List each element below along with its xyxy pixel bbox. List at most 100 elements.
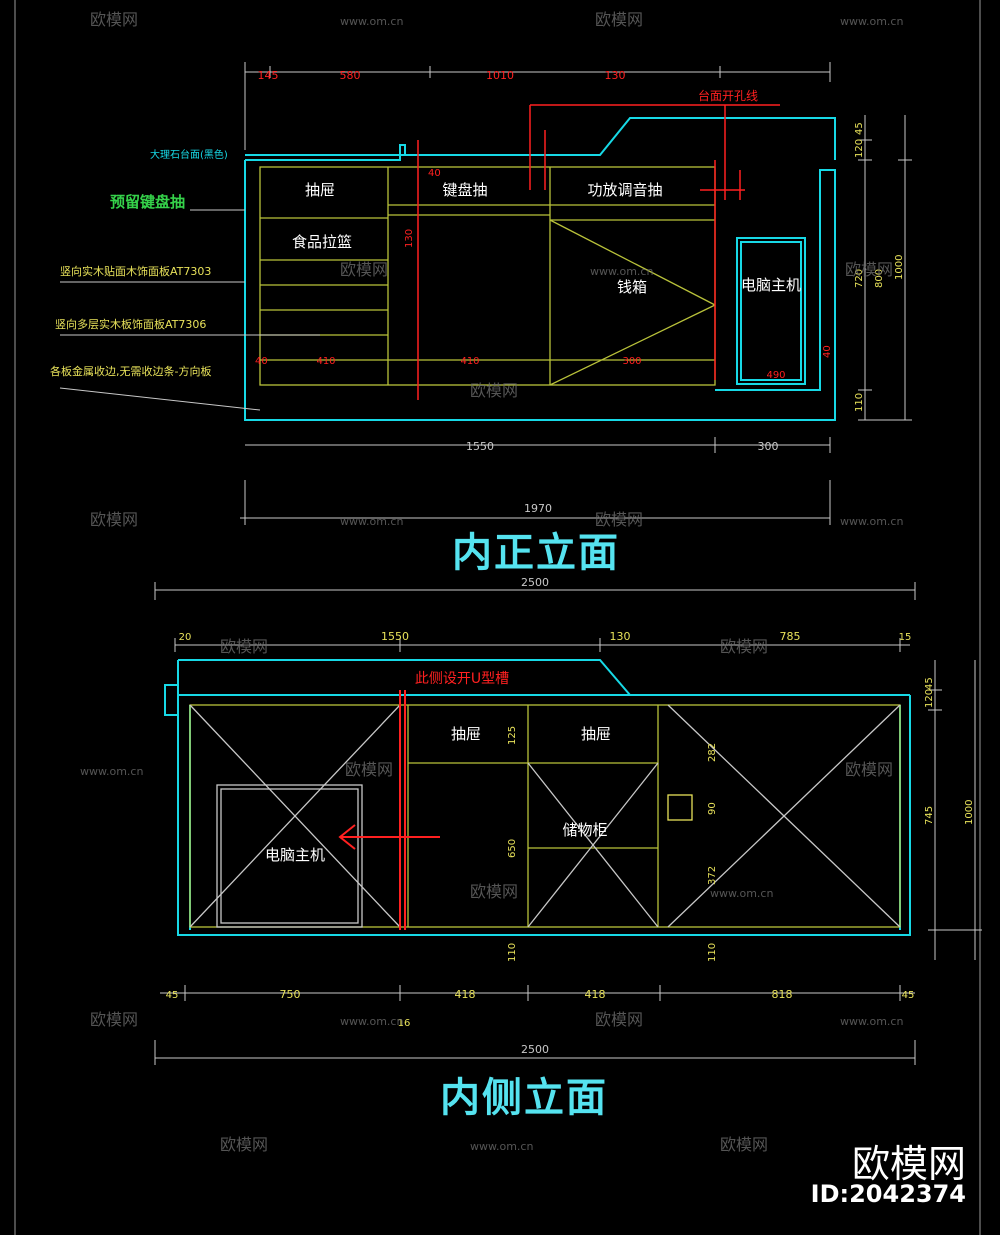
front-inner-dim: 40 [428,168,441,179]
watermark-site: www.om.cn [840,15,903,28]
side-bottom-dim: 750 [280,988,301,1001]
front-right-dim: 120 [854,139,865,158]
side-right-dim: 120 [924,689,935,708]
side-inner-dim: 372 [707,866,718,885]
side-annotation-top: 此侧设开U型槽 [415,671,509,687]
side-label-drawer1: 抽屉 [451,725,481,743]
side-top-dim: 130 [610,630,631,643]
front-annotation-top: 台面开孔线 [698,88,758,103]
front-note: 竖向实木贴面木饰面板AT7303 [60,264,211,278]
front-inner-dim: 410 [316,356,335,367]
side-top-dim: 1550 [381,630,409,643]
watermark-site: www.om.cn [710,887,773,900]
watermark-brand: 欧模网 [720,1135,768,1154]
watermark-brand: 欧模网 [720,637,768,656]
front-label-keyboard: 键盘抽 [442,181,487,199]
watermark-brand: 欧模网 [220,1135,268,1154]
front-bottom-dim: 1550 [466,440,494,453]
side-label-cabinet: 储物柜 [562,821,607,839]
front-inner-dim: 300 [622,356,641,367]
front-inner-dim: 490 [766,370,785,381]
front-top-dim: 145 [258,69,279,82]
front-overall-dim: 1970 [524,502,552,515]
side-small-dim: 16 [398,1018,411,1029]
front-bottom-dim: 300 [758,440,779,453]
front-labels: 145 580 1010 130 台面开孔线 大理石台面(黑色) 预留键盘抽 竖… [50,69,905,515]
watermark-site: www.om.cn [470,1140,533,1153]
drawing-frame [14,0,981,1235]
watermark-brand: 欧模网 [90,1010,138,1029]
side-inner-dim: 110 [507,943,518,962]
front-right-dim: 45 [854,122,865,135]
side-right-dim: 1000 [964,800,975,825]
watermark-brand: 欧模网 [595,1010,643,1029]
front-label-drawer: 抽屉 [305,181,335,199]
watermark-site: www.om.cn [80,765,143,778]
front-right-dim: 720 [854,269,865,288]
front-note: 大理石台面(黑色) [150,148,228,161]
side-bottom-dim: 818 [772,988,793,1001]
side-inner-dim: 90 [707,802,718,815]
front-inner-dim: 40 [822,345,833,358]
watermark-brand: 欧模网 [90,510,138,529]
front-right-dim: 800 [874,269,885,288]
side-bottom-dim: 45 [166,990,179,1001]
brand-logo-text: 欧模网 [851,1142,966,1186]
front-note: 预留键盘抽 [110,193,185,211]
side-label-pc: 电脑主机 [265,846,325,864]
watermark-site: www.om.cn [340,1015,403,1028]
side-inner-dim: 110 [707,943,718,962]
model-id: ID:2042374 [810,1180,966,1208]
front-inner-dim: 40 [255,356,268,367]
watermark-site: www.om.cn [840,515,903,528]
front-top-dim: 1010 [486,69,514,82]
front-label-safe: 钱箱 [617,278,647,296]
side-right-dim: 45 [924,677,935,690]
front-label-amp: 功放调音抽 [587,181,662,199]
front-note: 各板金属收边,无需收边条-方向板 [50,364,211,378]
side-elevation [154,582,982,1065]
front-label-food: 食品拉篮 [292,233,352,251]
side-inner-dim: 650 [507,839,518,858]
watermark-brand: 欧模网 [845,260,893,279]
front-top-dim: 130 [605,69,626,82]
side-elevation-title: 内侧立面 [440,1075,608,1121]
watermark-brand: 欧模网 [595,10,643,29]
front-right-dim: 110 [854,393,865,412]
side-bottom-dim: 45 [902,990,915,1001]
watermark-brand: 欧模网 [470,381,518,400]
watermark-brand: 欧模网 [90,10,138,29]
front-right-dim: 1000 [894,255,905,280]
side-labels: 2500 20 1550 130 785 15 此侧设开U型槽 电脑主机 抽屉 … [166,576,975,1056]
watermarks: 欧模网 www.om.cn 欧模网 www.om.cn 欧模网 欧模网 www.… [80,10,903,1154]
watermark-site: www.om.cn [340,515,403,528]
front-elevation-title: 内正立面 [452,530,620,576]
front-inner-dim: 130 [404,229,415,248]
side-overall-dim: 2500 [521,576,549,589]
side-bottom-dim: 418 [585,988,606,1001]
watermark-site: www.om.cn [590,265,653,278]
side-inner-dim: 282 [707,743,718,762]
watermark-brand: 欧模网 [220,637,268,656]
watermark-site: www.om.cn [840,1015,903,1028]
front-elevation [59,62,912,525]
watermark-site: www.om.cn [340,15,403,28]
front-label-pc: 电脑主机 [741,276,801,294]
watermark-brand: 欧模网 [340,260,388,279]
side-overall-bottom-dim: 2500 [521,1043,549,1056]
side-top-dim: 15 [899,632,912,643]
side-bottom-dim: 418 [455,988,476,1001]
front-top-dim: 580 [340,69,361,82]
front-note: 竖向多层实木板饰面板AT7306 [55,317,206,331]
watermark-brand: 欧模网 [470,882,518,901]
watermark-brand: 欧模网 [595,510,643,529]
side-right-dim: 745 [924,806,935,825]
side-top-dim: 785 [780,630,801,643]
side-inner-dim: 125 [507,726,518,745]
front-inner-dim: 410 [460,356,479,367]
watermark-brand: 欧模网 [345,760,393,779]
side-label-drawer2: 抽屉 [581,725,611,743]
watermark-brand: 欧模网 [845,760,893,779]
side-top-dim: 20 [179,632,192,643]
